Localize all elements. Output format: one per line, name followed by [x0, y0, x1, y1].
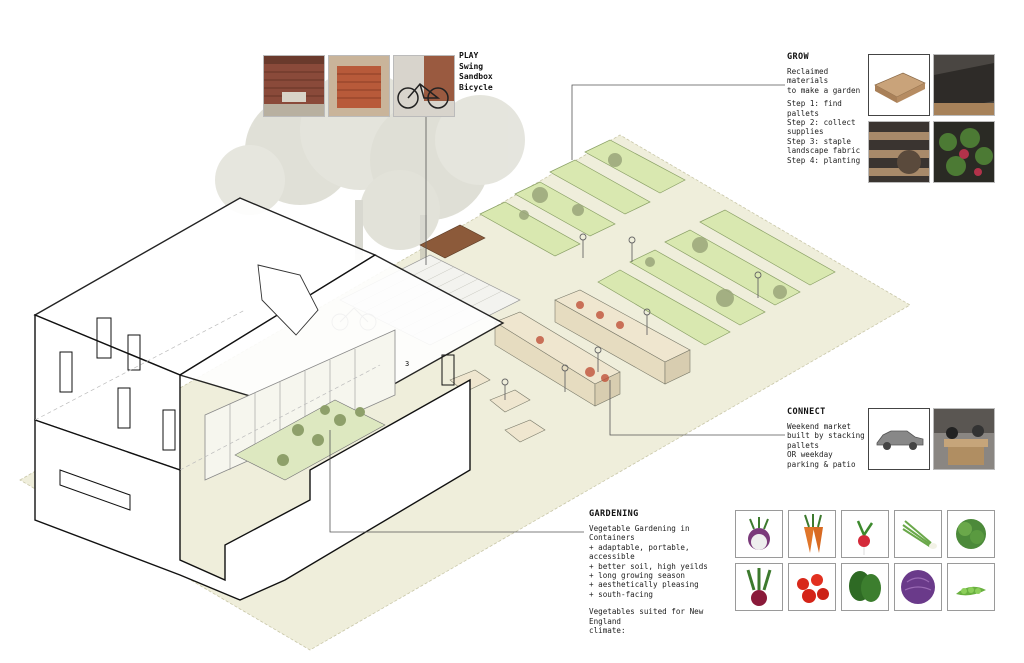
connect-line-2: built by stacking	[787, 431, 865, 441]
play-title: PLAY	[459, 51, 479, 60]
gardening-footer-1: Vegetables suited for New England	[589, 607, 704, 626]
grow-step-1: Step 1: find pallets	[787, 99, 842, 118]
play-item-bicycle: Bicycle	[459, 82, 493, 92]
market-produce	[536, 301, 624, 382]
grow-step-4: Step 4: planting	[787, 155, 861, 165]
callout-lines	[329, 84, 785, 533]
house-interior	[204, 329, 396, 481]
grow-photo-planting	[933, 121, 995, 183]
connect-title: CONNECT	[787, 407, 826, 417]
play-photo-sandbox	[328, 55, 390, 117]
grow-step-3b: landscape fabric	[787, 146, 861, 156]
gardening-line-3: + better soil, high yeilds	[589, 561, 708, 571]
gardening-line-5: + aesthetically pleasing	[589, 580, 699, 590]
gardening-line-4: + long growing season	[589, 571, 686, 581]
gardening-footer-2: climate:	[589, 626, 626, 636]
grow-step-2b: supplies	[787, 127, 824, 137]
grow-photo-fabric	[933, 54, 995, 116]
grow-title: GROW	[787, 52, 810, 62]
play-photo-swing	[263, 55, 325, 117]
grow-step-3: Step 3: staple	[787, 136, 852, 146]
dormer	[257, 264, 319, 336]
gardening-line-1: Vegetable Gardening in Containers	[589, 524, 690, 543]
grow-step-2: Step 2: collect	[787, 118, 856, 128]
marker-3: 3	[405, 360, 409, 368]
veg-carrot	[788, 510, 836, 558]
veg-beet	[735, 563, 783, 611]
veg-turnip	[735, 510, 783, 558]
gardening-line-2: + adaptable, portable, accessible	[589, 542, 690, 562]
connect-line-3: pallets	[787, 440, 820, 450]
connect-photo-patio	[933, 408, 995, 470]
tree-canopy	[215, 70, 525, 260]
veg-scallion	[894, 510, 942, 558]
connect-text: CONNECT Weekend market built by stacking…	[787, 407, 867, 469]
house-foundation	[34, 378, 471, 601]
grow-photo-staple	[868, 121, 930, 183]
veg-peas	[947, 563, 995, 611]
grow-intro-1: Reclaimed materials	[787, 67, 829, 86]
interior-beds	[234, 399, 386, 481]
connect-car-icon	[868, 408, 930, 470]
gardening-text: GARDENING Vegetable Gardening in Contain…	[589, 509, 739, 635]
house	[33, 197, 505, 601]
veg-spinach	[841, 563, 889, 611]
bench	[419, 224, 486, 259]
play-item-sandbox: Sandbox	[459, 72, 493, 81]
gardening-line-6: + south-facing	[589, 589, 654, 599]
grow-photo-pallet	[868, 54, 930, 116]
gardening-title: GARDENING	[589, 509, 639, 519]
people	[501, 233, 762, 400]
veg-lettuce	[947, 510, 995, 558]
play-item-swing: Swing	[459, 61, 484, 71]
veg-red-cabbage	[894, 563, 942, 611]
veg-radish	[841, 510, 889, 558]
plant-clumps	[519, 153, 787, 307]
connect-line-4: OR weekday	[787, 450, 833, 460]
play-label: PLAY Swing Sandbox Bicycle	[459, 51, 493, 93]
grow-text: GROW Reclaimed materials to make a garde…	[787, 52, 867, 165]
connect-line-5: parking & patio	[787, 459, 856, 469]
play-photo-bicycle	[393, 55, 455, 117]
grow-intro-2: to make a garden	[787, 85, 861, 95]
veg-tomato	[788, 563, 836, 611]
connect-line-1: Weekend market	[787, 422, 852, 431]
